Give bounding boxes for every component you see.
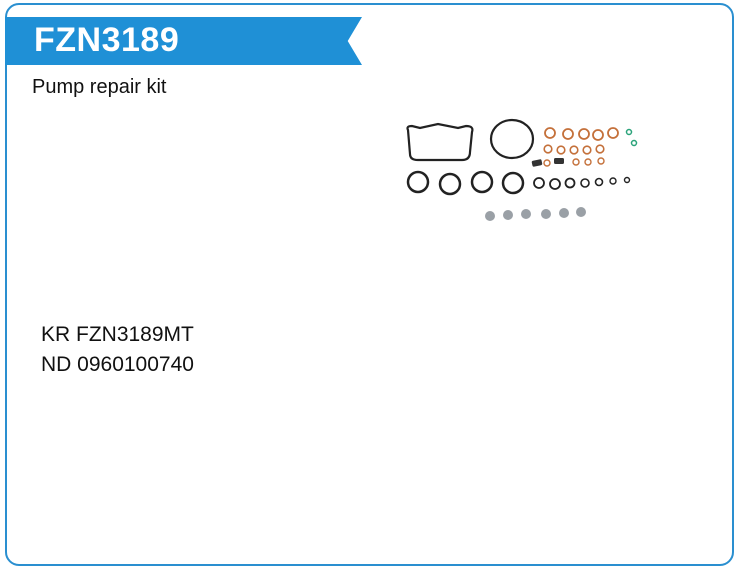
o-ring xyxy=(406,170,430,194)
gray-cap xyxy=(576,207,586,217)
copper-washer xyxy=(578,128,590,140)
o-ring xyxy=(470,170,494,194)
copper-washer xyxy=(569,145,579,155)
small-o-ring xyxy=(623,176,631,184)
reference-codes: KR FZN3189MT ND 0960100740 xyxy=(41,320,194,380)
o-ring xyxy=(501,171,525,195)
product-description: Pump repair kit xyxy=(32,76,167,98)
clip xyxy=(531,159,543,167)
copper-washer xyxy=(556,145,566,155)
copper-washer xyxy=(544,127,556,139)
copper-washer xyxy=(543,144,553,154)
gray-cap xyxy=(541,209,551,219)
copper-washer xyxy=(595,144,605,154)
gray-cap xyxy=(559,208,569,218)
gasket-shape xyxy=(406,122,474,162)
small-o-ring xyxy=(609,177,617,185)
copper-washer xyxy=(607,127,619,139)
reference-code-nd: ND 0960100740 xyxy=(41,353,194,376)
gray-cap xyxy=(485,211,495,221)
repair-kit-image xyxy=(406,118,638,221)
copper-washer xyxy=(582,145,592,155)
copper-washer xyxy=(543,159,551,167)
gray-cap xyxy=(503,210,513,220)
o-ring xyxy=(438,172,462,196)
gray-cap xyxy=(521,209,531,219)
copper-washer xyxy=(572,158,580,166)
product-code-banner xyxy=(5,17,362,65)
small-o-ring xyxy=(580,178,590,188)
small-o-ring xyxy=(533,177,545,189)
small-o-ring xyxy=(549,178,561,190)
large-o-ring xyxy=(489,118,535,160)
copper-washer xyxy=(562,128,574,140)
small-o-ring xyxy=(594,177,604,187)
product-card xyxy=(5,3,734,566)
small-o-ring xyxy=(564,177,576,189)
copper-washer xyxy=(584,158,592,166)
copper-washer xyxy=(592,129,604,141)
green-o-ring xyxy=(625,128,633,136)
reference-code-kr: KR FZN3189MT xyxy=(41,323,194,346)
product-code: FZN3189 xyxy=(34,21,180,59)
green-o-ring xyxy=(630,139,638,147)
clip xyxy=(554,158,564,164)
copper-washer xyxy=(597,157,605,165)
